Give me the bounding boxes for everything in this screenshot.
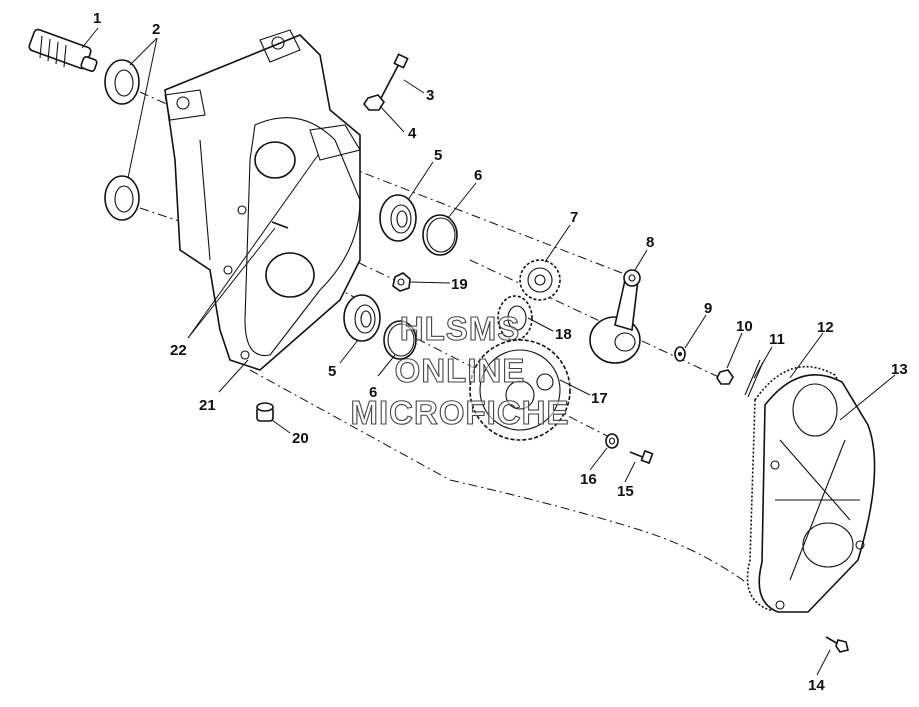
part-14-bolt <box>825 636 849 653</box>
callout-7: 7 <box>570 209 578 226</box>
callout-3: 3 <box>426 87 434 104</box>
callout-11: 11 <box>769 331 785 348</box>
callout-5-upper: 5 <box>434 147 442 164</box>
part-22-stud <box>271 221 289 229</box>
callout-2: 2 <box>152 21 160 38</box>
part-16-washer <box>605 433 619 449</box>
callout-6-lower: 6 <box>369 384 377 401</box>
watermark: HLSMS ONLINE MICROFICHE <box>350 309 570 431</box>
part-2-seals <box>104 59 140 221</box>
callout-13: 13 <box>891 361 908 378</box>
part-6-snap-ring-lower <box>383 320 417 360</box>
part-5-bearing-upper <box>379 194 417 242</box>
part-7-sprocket-small <box>519 259 561 301</box>
part-20-cap <box>256 402 274 422</box>
callout-9: 9 <box>704 300 712 317</box>
part-11-cotter-pin <box>744 359 764 398</box>
callout-1: 1 <box>93 10 101 27</box>
watermark-line-2: ONLINE <box>395 352 526 389</box>
callout-18: 18 <box>555 326 572 343</box>
part-19-nut <box>392 272 411 292</box>
part-5-bearing-lower <box>343 294 381 342</box>
callout-19: 19 <box>451 276 468 293</box>
watermark-line-1: HLSMS <box>400 310 521 347</box>
callout-5-lower: 5 <box>328 363 336 380</box>
part-6-snap-ring-upper <box>422 214 458 256</box>
part-17-sprocket-large <box>469 339 571 441</box>
part-15-bolt <box>629 449 654 465</box>
callout-15: 15 <box>617 483 634 500</box>
leader-lines <box>81 27 896 676</box>
part-8-tensioner-arm <box>589 269 641 364</box>
callout-22: 22 <box>170 342 187 359</box>
chain-case-housing <box>164 29 361 371</box>
callout-labels: 1 2 3 4 5 6 7 8 9 10 11 12 13 14 15 16 1… <box>93 10 908 694</box>
part-9-washer <box>674 346 686 362</box>
callout-10: 10 <box>736 318 753 335</box>
callout-12: 12 <box>817 319 834 336</box>
callout-6-upper: 6 <box>474 167 482 184</box>
callout-20: 20 <box>292 430 309 447</box>
callout-21: 21 <box>199 397 216 414</box>
callout-4: 4 <box>408 125 417 142</box>
callout-14: 14 <box>808 677 825 694</box>
callout-17: 17 <box>591 390 608 407</box>
part-13-chain-case-cover <box>758 374 876 613</box>
watermark-line-3: MICROFICHE <box>351 394 570 431</box>
part-3-bolt <box>379 53 409 101</box>
callout-8: 8 <box>646 234 654 251</box>
part-1-drive-shaft <box>28 28 98 72</box>
callout-16: 16 <box>580 471 597 488</box>
part-4-nut <box>363 94 385 111</box>
part-10-nut <box>716 369 734 385</box>
